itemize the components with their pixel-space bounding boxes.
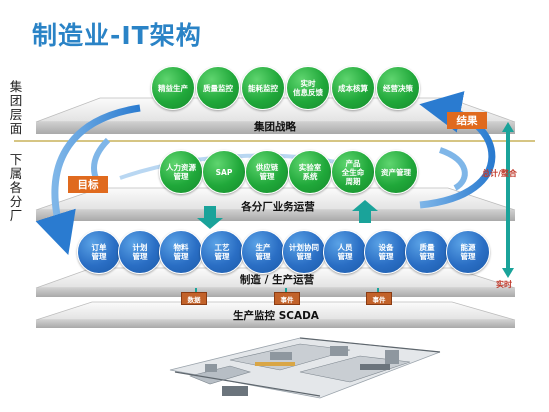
mfg-module-production: 生产 管理 — [241, 230, 285, 274]
plant-app-sap: SAP — [202, 150, 246, 194]
plant-app-plm: 产品 全生命 周期 — [331, 150, 375, 194]
group-app-lean-production: 精益生产 — [151, 66, 195, 110]
realtime-note: 实时 — [496, 280, 512, 289]
mfg-module-material: 物料 管理 — [159, 230, 203, 274]
aggregate-note: 总计/整合 — [482, 169, 517, 178]
group-level-label: 集团层面 — [9, 79, 23, 136]
plant-app-supply-chain: 供应链 管理 — [245, 150, 289, 194]
page-title: 制造业-IT架构 — [32, 21, 202, 50]
mfg-module-equipment: 设备 管理 — [364, 230, 408, 274]
manufacturing-label: 制造 / 生产运营 — [239, 274, 315, 286]
plant-app-asset-management: 资产管理 — [374, 150, 418, 194]
mfg-module-process: 工艺 管理 — [200, 230, 244, 274]
group-app-business-decision: 经营决策 — [376, 66, 420, 110]
event-box-2: 事件 — [366, 292, 392, 305]
result-tag: 结果 — [447, 112, 487, 129]
plant-app-hr: 人力资源 管理 — [159, 150, 203, 194]
factory-illustration — [169, 337, 441, 399]
group-strategy-label: 集团战略 — [254, 121, 296, 133]
flow-arrow-left-down — [35, 104, 141, 256]
mfg-module-quality: 质量 管理 — [405, 230, 449, 274]
up-arrow-green — [352, 200, 378, 223]
scada-slab — [35, 301, 516, 328]
data-event-box: 数据 — [181, 292, 207, 305]
sub-plant-label: 下属各分厂 — [9, 152, 23, 223]
group-app-realtime-feedback: 实时 信息反馈 — [286, 66, 330, 110]
mfg-module-plan-collaboration: 计划协同 管理 — [282, 230, 326, 274]
flow-arrow-inner-right — [438, 147, 468, 191]
group-app-cost-accounting: 成本核算 — [331, 66, 375, 110]
group-app-energy-monitoring: 能耗监控 — [241, 66, 285, 110]
target-tag: 目标 — [68, 176, 108, 193]
plant-operations-label: 各分厂业务运营 — [241, 201, 315, 213]
mfg-module-plan: 计划 管理 — [118, 230, 162, 274]
mfg-module-energy: 能源 管理 — [446, 230, 490, 274]
mfg-module-personnel: 人员 管理 — [323, 230, 367, 274]
event-box-1: 事件 — [274, 292, 300, 305]
group-app-quality-monitoring: 质量监控 — [196, 66, 240, 110]
mfg-module-order: 订单 管理 — [77, 230, 121, 274]
down-arrow-green — [197, 206, 223, 229]
plant-app-lab-system: 实验室 系统 — [288, 150, 332, 194]
scada-label: 生产监控 SCADA — [233, 310, 319, 322]
